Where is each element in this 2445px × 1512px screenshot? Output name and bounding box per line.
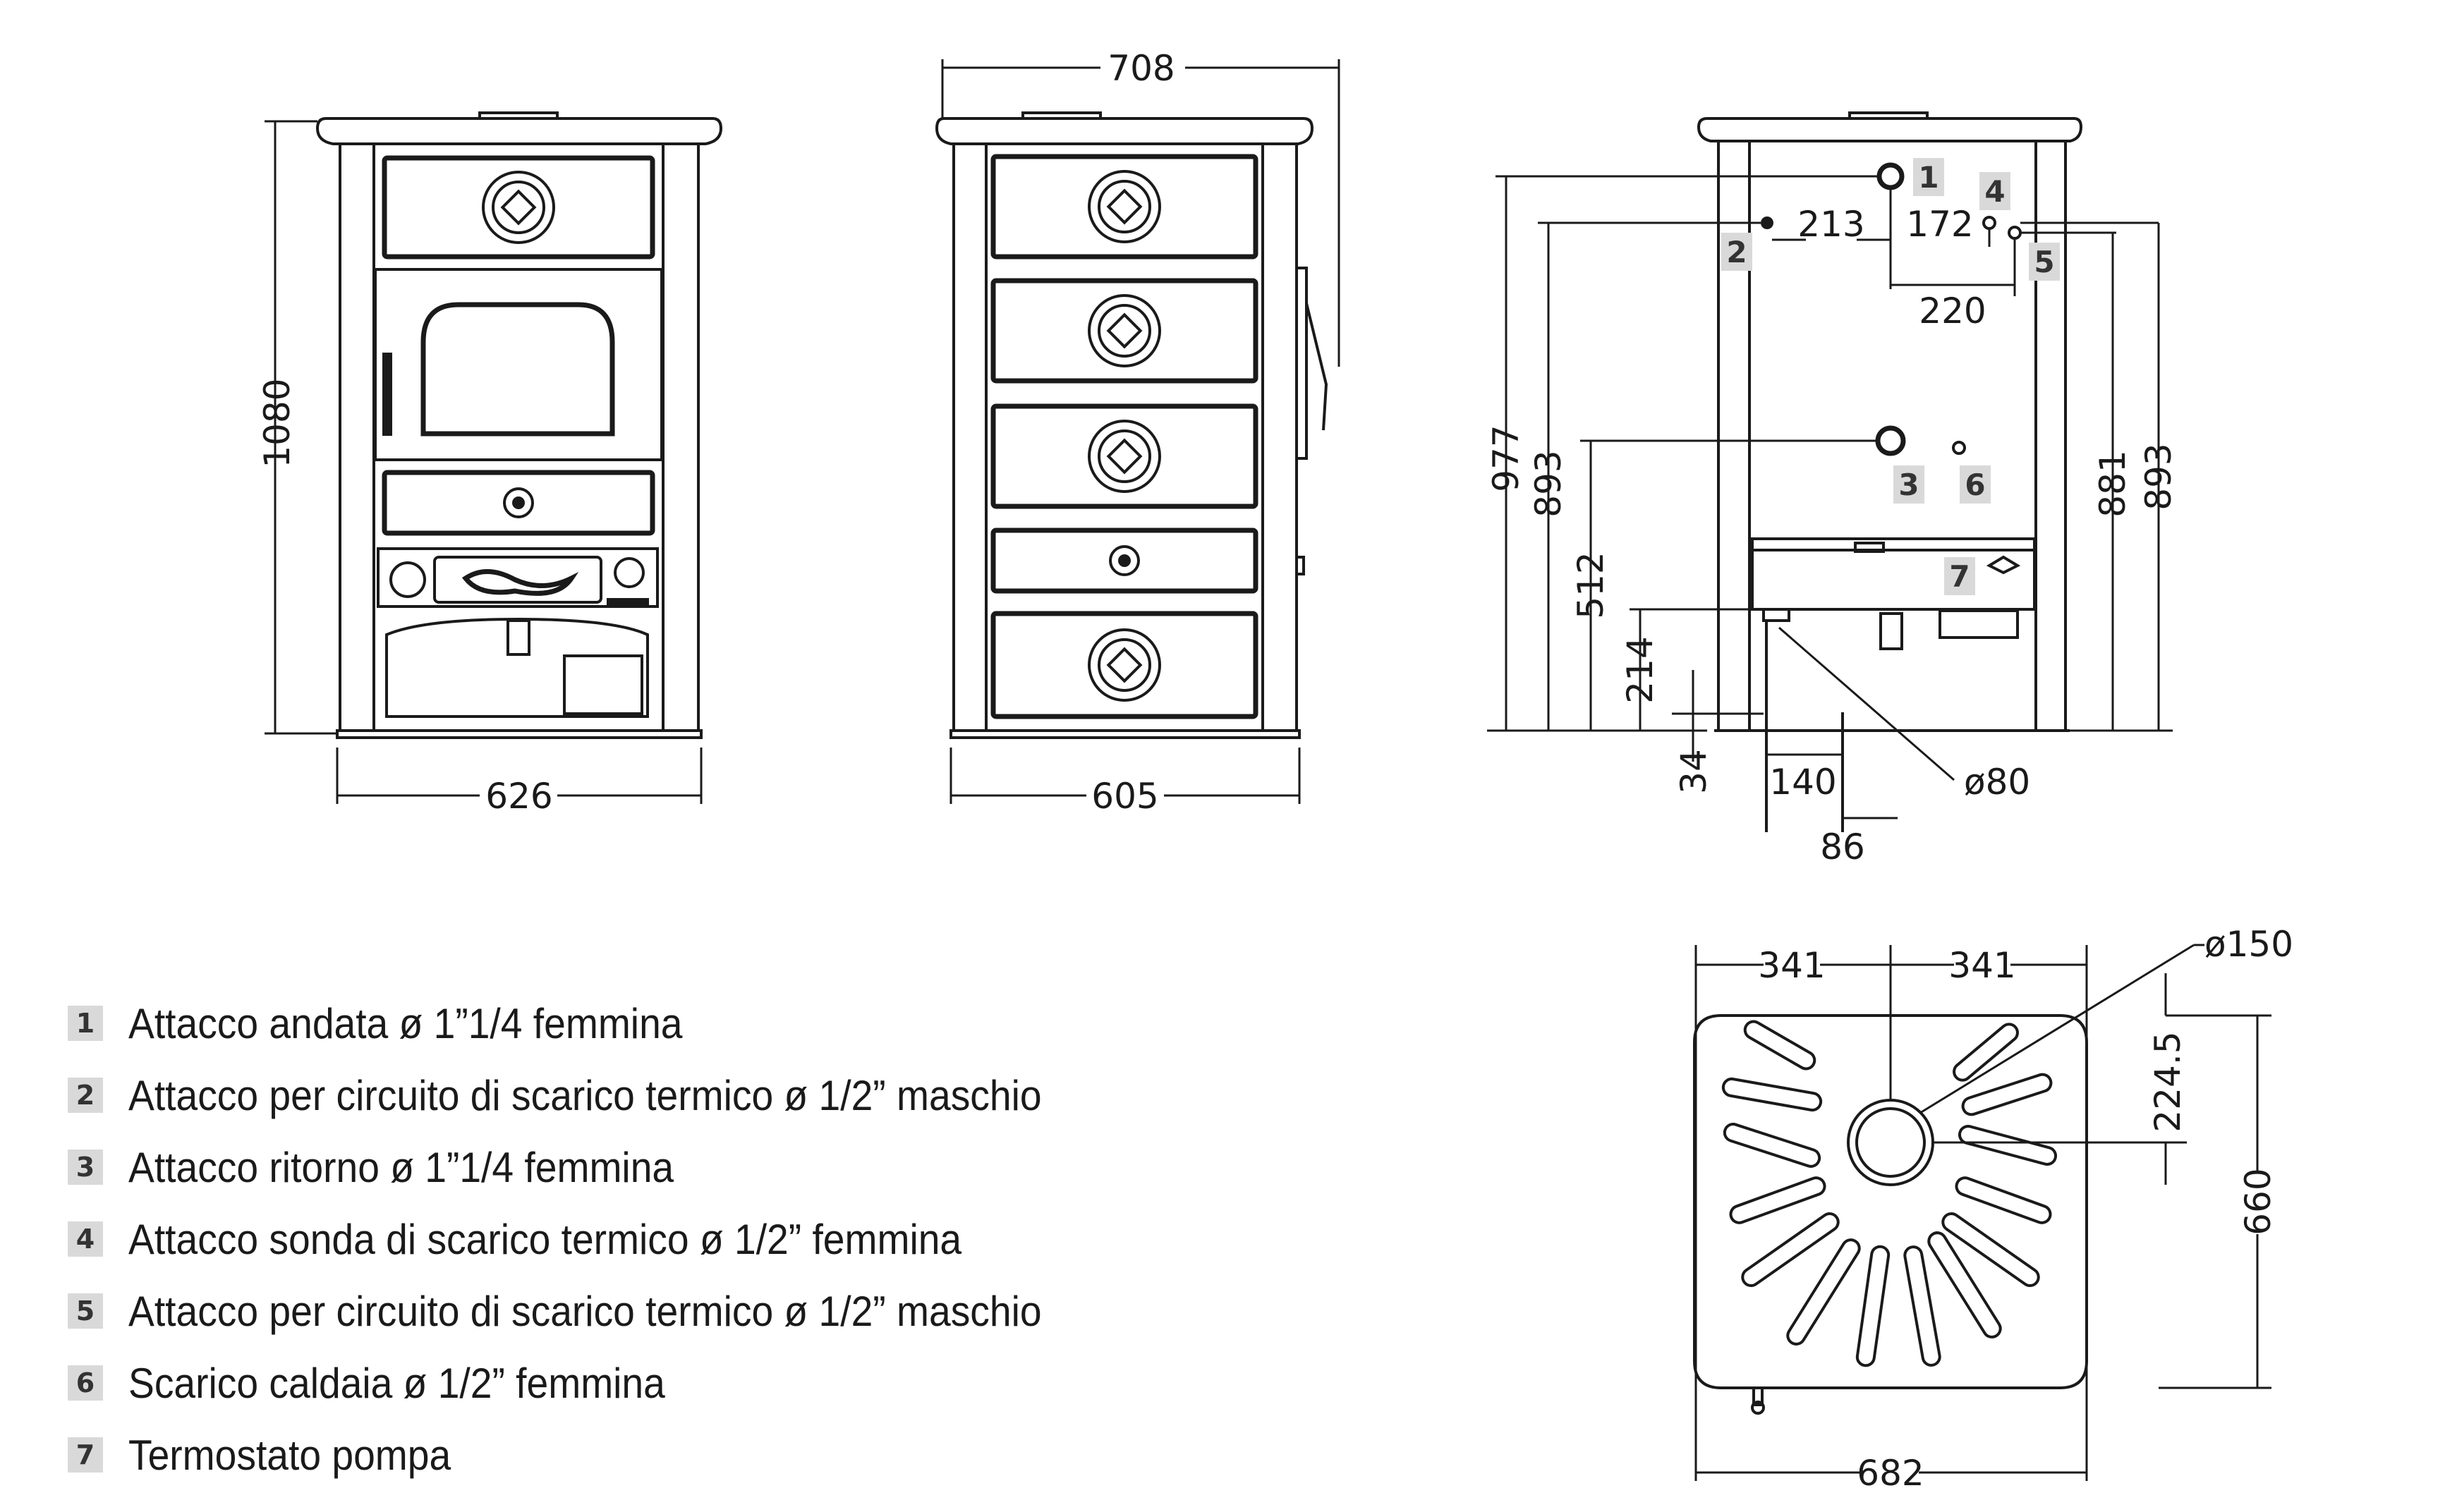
front-height-label: 1080	[257, 378, 298, 468]
legend-item: 1 Attacco andata ø 1”1/4 femmina	[68, 987, 1121, 1059]
rosette-icon	[1088, 294, 1161, 367]
badge-4: 4	[1984, 174, 2005, 209]
door-handle-icon	[382, 353, 392, 436]
rosette-icon	[482, 171, 555, 244]
top-right-341: 341	[1948, 945, 2015, 986]
front-width-label: 626	[485, 776, 552, 817]
legend-text: Attacco per circuito di scarico termico …	[128, 1287, 1042, 1335]
side-width-label: 605	[1091, 776, 1158, 817]
rosette-icon	[1088, 420, 1161, 493]
vent-slot-group	[1721, 1020, 2058, 1367]
top-depth-label: 660	[2238, 1168, 2279, 1235]
legend-item: 4 Attacco sonda di scarico termico ø 1/2…	[68, 1203, 1121, 1275]
rosette-icon	[1088, 170, 1161, 243]
side-view: 708	[935, 48, 1340, 817]
legend-number: 6	[68, 1365, 103, 1401]
badge-2: 2	[1726, 235, 1747, 269]
top-width-label: 682	[1857, 1453, 1924, 1494]
badge-3: 3	[1898, 468, 1919, 502]
badge-7: 7	[1949, 559, 1970, 594]
rosette-icon	[1088, 628, 1161, 702]
rear-height-893-right: 893	[2138, 443, 2179, 510]
legend: 1 Attacco andata ø 1”1/4 femmina 2 Attac…	[68, 987, 1121, 1491]
rear-height-881: 881	[2092, 450, 2133, 517]
rear-dim-213: 213	[1797, 204, 1864, 245]
rear-dim-140: 140	[1769, 762, 1836, 803]
badge-6: 6	[1965, 468, 1985, 502]
badge-1: 1	[1918, 160, 1939, 195]
rear-dim-86: 86	[1820, 827, 1865, 867]
side-depth-label: 708	[1108, 48, 1175, 89]
legend-number: 4	[68, 1221, 103, 1257]
rear-height-34: 34	[1673, 749, 1714, 794]
top-left-341: 341	[1758, 945, 1825, 986]
legend-text: Attacco andata ø 1”1/4 femmina	[128, 999, 683, 1047]
rear-height-512: 512	[1570, 551, 1611, 618]
front-view: 1080 626	[257, 111, 723, 817]
top-offset-label: 224.5	[2147, 1031, 2188, 1132]
legend-text: Termostato pompa	[128, 1431, 451, 1479]
legend-number: 1	[68, 1006, 103, 1041]
rear-flue-label: ø80	[1964, 762, 2030, 803]
legend-number: 2	[68, 1078, 103, 1113]
legend-number: 5	[68, 1293, 103, 1329]
legend-text: Attacco per circuito di scarico termico …	[128, 1071, 1042, 1119]
rear-height-214: 214	[1620, 636, 1661, 703]
legend-item: 3 Attacco ritorno ø 1”1/4 femmina	[68, 1131, 1121, 1203]
rear-view: 977 893 512 214 34 881 893 213 172 220 1…	[1486, 111, 2179, 867]
legend-item: 5 Attacco per circuito di scarico termic…	[68, 1275, 1121, 1347]
rear-height-977: 977	[1486, 425, 1527, 492]
badge-5: 5	[2034, 245, 2054, 279]
legend-item: 7 Termostato pompa	[68, 1419, 1121, 1491]
legend-number: 7	[68, 1437, 103, 1473]
legend-item: 6 Scarico caldaia ø 1/2” femmina	[68, 1347, 1121, 1419]
legend-item: 2 Attacco per circuito di scarico termic…	[68, 1059, 1121, 1131]
legend-text: Scarico caldaia ø 1/2” femmina	[128, 1359, 665, 1407]
rear-dim-220: 220	[1919, 291, 1986, 331]
legend-text: Attacco ritorno ø 1”1/4 femmina	[128, 1143, 674, 1191]
rear-dim-172: 172	[1906, 204, 1973, 245]
legend-number: 3	[68, 1150, 103, 1185]
top-view: 341 341 ø150 224.5 660 682	[1693, 924, 2293, 1494]
legend-text: Attacco sonda di scarico termico ø 1/2” …	[128, 1215, 962, 1263]
top-flue-label: ø150	[2204, 924, 2293, 965]
rear-height-893-left: 893	[1528, 450, 1569, 517]
